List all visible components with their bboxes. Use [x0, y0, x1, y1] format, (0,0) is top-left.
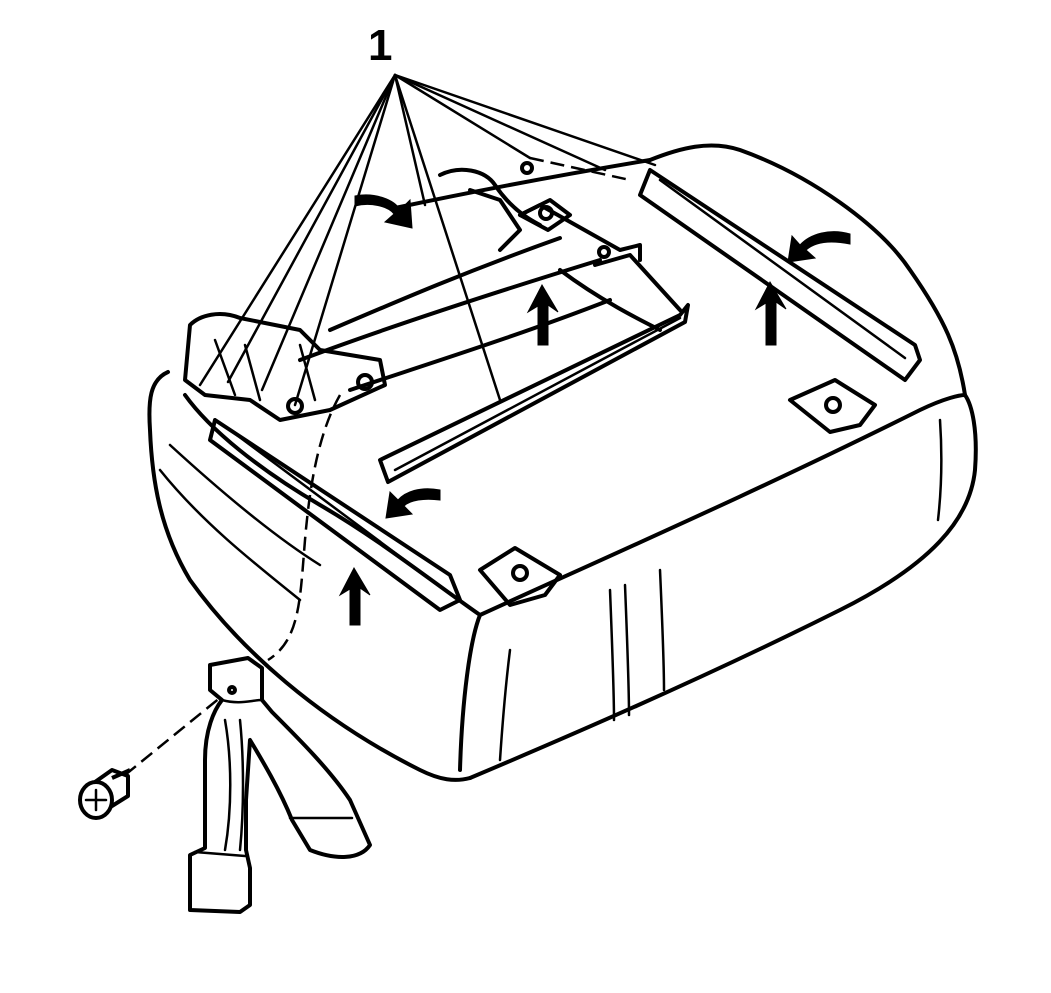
- seat-cushion: [147, 143, 978, 782]
- seat-support-bracket: [188, 656, 372, 914]
- callout-leaders: [198, 73, 657, 407]
- seat-frame-channels: [183, 161, 922, 612]
- assembly-line: [124, 394, 342, 776]
- release-arrows: [338, 194, 851, 626]
- callout-label-1: 1: [368, 21, 393, 70]
- screw-fastener: [78, 768, 131, 820]
